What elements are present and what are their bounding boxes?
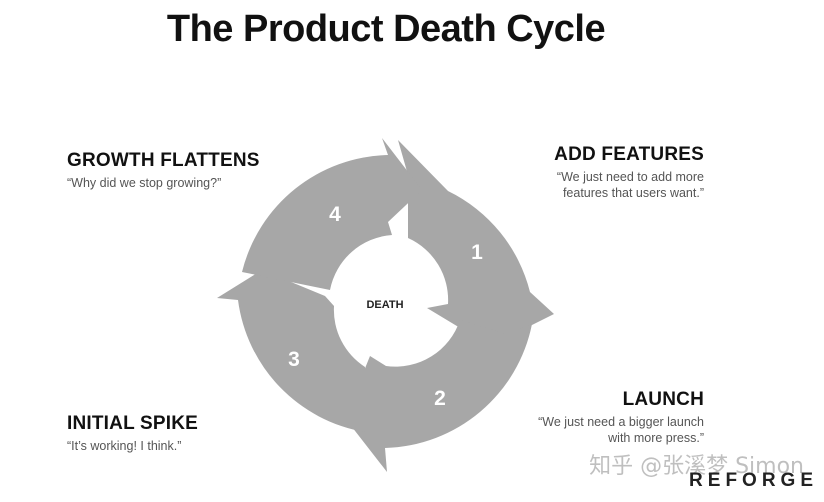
quote-line: with more press.” xyxy=(608,431,704,445)
label-initial-spike: INITIAL SPIKE “It’s working! I think.” xyxy=(67,413,327,454)
label-growth-flattens: GROWTH FLATTENS “Why did we stop growing… xyxy=(67,150,327,191)
step-number-3: 3 xyxy=(288,348,300,371)
step-number-2: 2 xyxy=(434,387,446,410)
label-quote: “Why did we stop growing?” xyxy=(67,175,327,191)
segment-4-arrow xyxy=(242,138,422,290)
step-number-4: 4 xyxy=(329,203,341,226)
label-heading: LAUNCH xyxy=(622,389,704,410)
label-quote: “It’s working! I think.” xyxy=(67,438,327,454)
page-title: The Product Death Cycle xyxy=(166,8,606,50)
segment-3-arrow xyxy=(217,270,365,432)
quote-line: “We just need a bigger launch xyxy=(538,415,704,429)
label-heading: INITIAL SPIKE xyxy=(67,413,199,434)
segment-2-arrow xyxy=(345,320,532,472)
segment-1-arrow xyxy=(398,140,554,346)
quote-line: features that users want.” xyxy=(562,186,704,200)
quote-line: “It’s working! I think.” xyxy=(67,439,182,453)
cycle-numbers: 1 2 3 4 xyxy=(288,203,483,410)
cycle-segments xyxy=(217,138,554,472)
label-heading: GROWTH FLATTENS xyxy=(67,150,260,171)
label-quote: “We just need a bigger launch with more … xyxy=(470,414,704,446)
label-launch: LAUNCH “We just need a bigger launch wit… xyxy=(470,389,704,446)
center-label: DEATH xyxy=(366,299,403,311)
brand-logo: REFORGE xyxy=(689,470,818,491)
label-quote: “We just need to add more features that … xyxy=(470,169,704,201)
watermark-text: 知乎 @张溪梦 Simon xyxy=(589,454,804,479)
label-heading: ADD FEATURES xyxy=(554,144,704,165)
label-add-features: ADD FEATURES “We just need to add more f… xyxy=(470,144,704,201)
quote-line: “Why did we stop growing?” xyxy=(67,176,222,190)
step-number-1: 1 xyxy=(471,241,483,264)
quote-line: “We just need to add more xyxy=(556,170,704,184)
